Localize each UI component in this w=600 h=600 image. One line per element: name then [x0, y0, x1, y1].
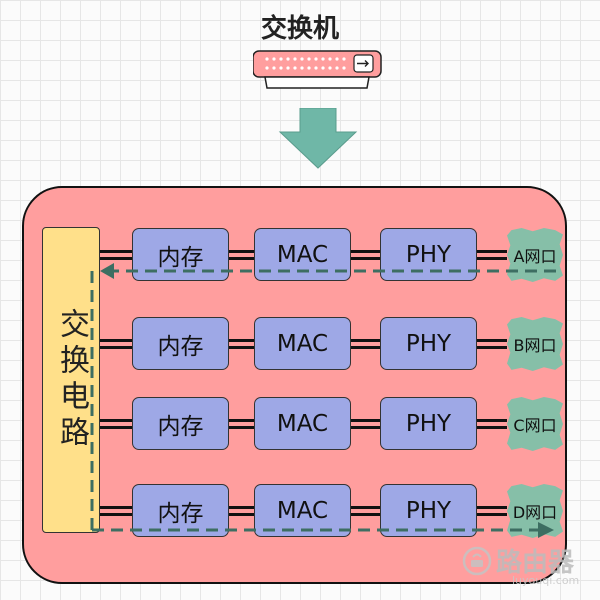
- phy-block: PHY: [380, 484, 477, 537]
- connector: [100, 339, 132, 349]
- mac-block: MAC: [254, 317, 351, 370]
- connector: [477, 339, 507, 349]
- connector: [477, 419, 507, 429]
- switch-circuit: 交换电路: [42, 227, 100, 533]
- phy-block: PHY: [380, 317, 477, 370]
- phy-block: PHY: [380, 397, 477, 450]
- switch-circuit-label: 交换电路: [54, 308, 89, 452]
- memory-block: 内存: [132, 397, 229, 450]
- connector: [229, 250, 254, 260]
- watermark-name: 路由器: [496, 548, 575, 578]
- mac-block: MAC: [254, 228, 351, 281]
- phy-block: PHY: [380, 228, 477, 281]
- network-port-d: D网口: [507, 484, 563, 538]
- connector: [229, 339, 254, 349]
- network-port-c: C网口: [507, 397, 563, 451]
- connector: [351, 419, 380, 429]
- connector: [477, 250, 507, 260]
- connector: [229, 419, 254, 429]
- router-logo-icon: [462, 546, 492, 576]
- connector: [100, 419, 132, 429]
- network-port-b: B网口: [507, 317, 563, 371]
- watermark: 路由器 luyouqi.com: [462, 540, 582, 590]
- connector: [351, 506, 380, 516]
- connector: [477, 506, 507, 516]
- memory-block: 内存: [132, 317, 229, 370]
- diagram-title: 交换机: [260, 14, 339, 44]
- connector: [100, 506, 132, 516]
- connector: [229, 506, 254, 516]
- memory-block: 内存: [132, 228, 229, 281]
- memory-block: 内存: [132, 484, 229, 537]
- mac-block: MAC: [254, 484, 351, 537]
- connector: [351, 339, 380, 349]
- connector: [351, 250, 380, 260]
- watermark-url: luyouqi.com: [512, 574, 580, 587]
- mac-block: MAC: [254, 397, 351, 450]
- switch-device-icon: [253, 50, 382, 89]
- connector: [100, 250, 132, 260]
- down-arrow-icon: [278, 108, 358, 169]
- network-port-a: A网口: [507, 228, 563, 282]
